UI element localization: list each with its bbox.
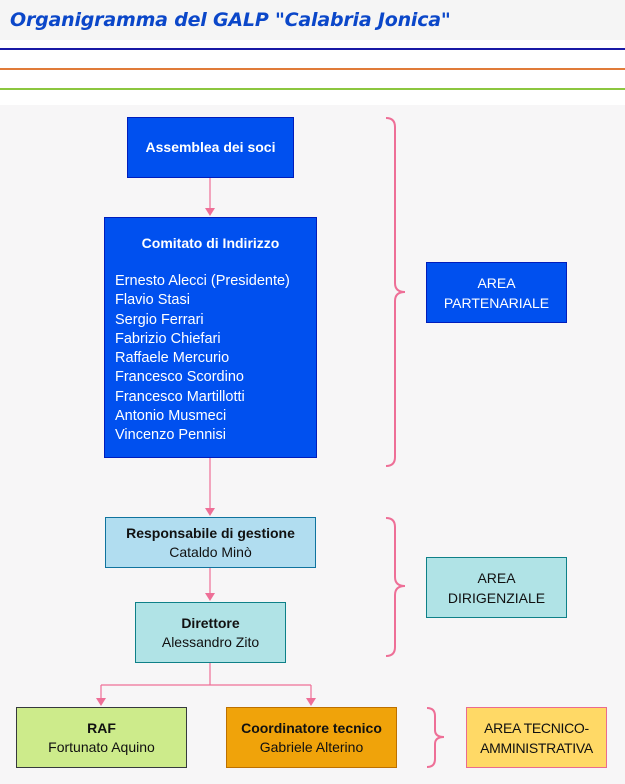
node-person: Fortunato Aquino (48, 738, 155, 755)
area-line: AREA TECNICO- (484, 719, 589, 736)
arrowhead-responsabile (205, 508, 215, 516)
node-comitato-di-indirizzo: Comitato di Indirizzo Ernesto Alecci (Pr… (104, 217, 317, 458)
node-direttore: Direttore Alessandro Zito (135, 602, 286, 663)
node-person: Gabriele Alterino (259, 738, 364, 755)
arrowhead-comitato (205, 208, 215, 216)
node-title: RAF (87, 719, 116, 736)
header-band (0, 40, 625, 105)
member-item: Fabrizio Chiefari (115, 330, 221, 347)
member-item: Ernesto Alecci (Presidente) (115, 273, 290, 289)
node-title: Responsabile di gestione (126, 524, 295, 541)
arrowhead-raf (96, 698, 106, 706)
area-line: AREA (477, 274, 516, 291)
brace-dirigenziale (385, 517, 406, 657)
member-list: Ernesto Alecci (Presidente) Flavio Stasi… (115, 272, 290, 446)
node-person: Cataldo Minò (169, 543, 252, 560)
area-partenariale-label: AREA PARTENARIALE (426, 262, 567, 323)
node-raf: RAF Fortunato Aquino (16, 707, 187, 768)
arrowhead-direttore (205, 593, 215, 601)
title-bar: Organigramma del GALP "Calabria Jonica" (0, 0, 625, 40)
node-title: Comitato di Indirizzo (141, 235, 280, 251)
node-title: Coordinatore tecnico (241, 719, 382, 736)
area-line: PARTENARIALE (443, 294, 550, 311)
member-item: Flavio Stasi (115, 292, 190, 309)
area-line: DIRIGENZIALE (447, 589, 546, 606)
node-coordinatore-tecnico: Coordinatore tecnico Gabriele Alterino (226, 707, 397, 768)
area-dirigenziale-label: AREA DIRIGENZIALE (426, 557, 567, 618)
area-line: AREA (477, 569, 516, 586)
divider-blue (0, 48, 625, 50)
member-item: Sergio Ferrari (115, 311, 204, 328)
divider-green (0, 88, 625, 90)
area-tecnico-amministrativa-label: AREA TECNICO- AMMINISTRATIVA (466, 707, 607, 768)
node-title: Assemblea dei soci (145, 139, 276, 155)
divider-orange (0, 68, 625, 70)
member-item: Francesco Scordino (115, 369, 244, 386)
member-item: Raffaele Mercurio (115, 350, 230, 367)
area-line: AMMINISTRATIVA (480, 739, 593, 756)
node-assemblea-dei-soci: Assemblea dei soci (127, 117, 294, 178)
member-item: Vincenzo Pennisi (115, 427, 226, 444)
brace-tecnico (426, 707, 445, 768)
node-person: Alessandro Zito (161, 633, 260, 650)
brace-partenariale (385, 117, 406, 467)
page-title: Organigramma del GALP "Calabria Jonica" (10, 9, 451, 31)
arrowhead-coordinatore (306, 698, 316, 706)
node-title: Direttore (181, 614, 240, 631)
member-item: Francesco Martillotti (115, 388, 245, 405)
node-responsabile-di-gestione: Responsabile di gestione Cataldo Minò (105, 517, 316, 568)
member-item: Antonio Musmeci (115, 408, 227, 425)
